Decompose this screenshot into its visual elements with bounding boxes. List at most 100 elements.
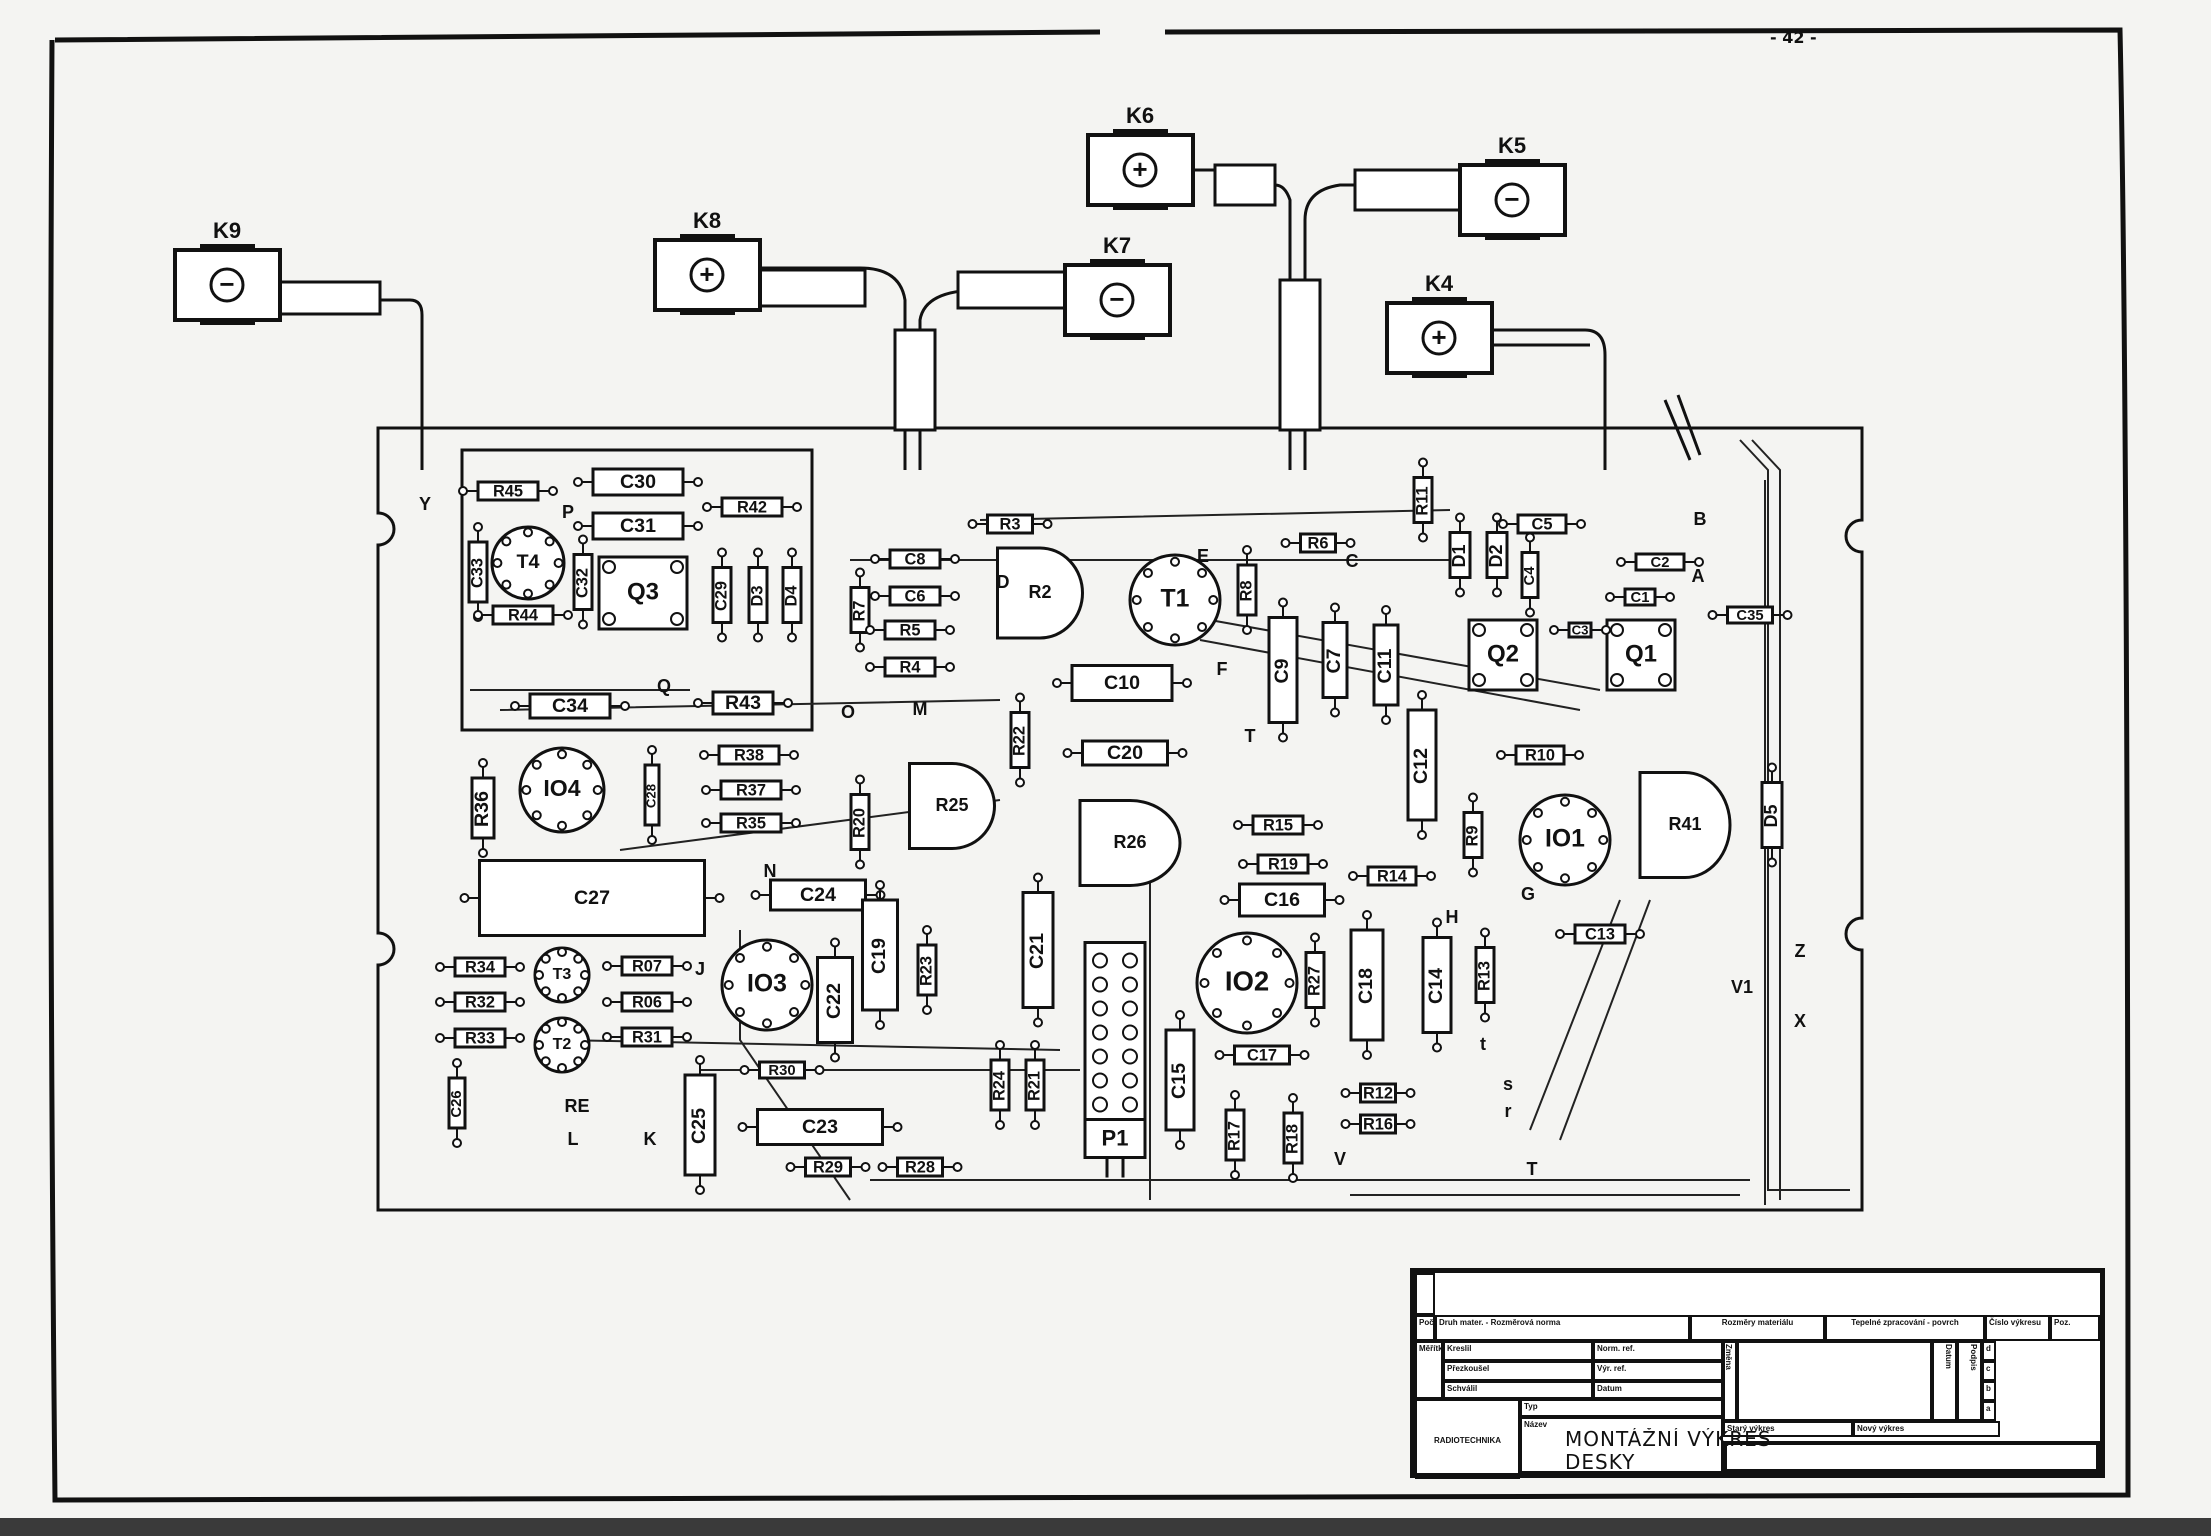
component-r10: R10 [1496,744,1584,766]
component-c35: C35 [1707,605,1793,625]
connector-label: K8 [693,208,721,233]
drawing-title-line1: MONTÁŽNÍ VÝKRES [1565,1428,1772,1450]
tb-norm-ref: Norm. ref. [1593,1341,1723,1361]
component-r31: R31 [602,1026,692,1048]
point-label-s: s [1503,1074,1513,1094]
component-label: R37 [736,781,766,799]
component-r45: R45 [458,480,558,502]
point-label-n: N [764,861,777,881]
component-d3: D3 [747,547,769,643]
component-label: C2 [1651,555,1670,571]
component-label: D4 [782,585,800,607]
tb-tepelne: Tepelné zpracování - povrch [1825,1315,1985,1341]
component-r2: R2 [996,546,1084,640]
component-t1: T1 [1128,553,1222,647]
component-label: C7 [1323,648,1345,673]
component-c14: C14 [1421,917,1453,1053]
component-label: R22 [1010,726,1028,756]
connector-k7: −K7 [1063,233,1172,340]
component-c9: C9 [1267,597,1299,743]
component-label: R13 [1475,961,1493,991]
component-label: T2 [553,1036,572,1053]
component-label: C12 [1410,748,1432,784]
point-label-e: E [1197,546,1209,566]
point-label-c: C [1346,551,1359,571]
component-c15: C15 [1164,1010,1196,1150]
connector-k4: +K4 [1385,271,1494,378]
component-r5: R5 [865,619,955,641]
component-label: R07 [632,957,662,975]
component-io2: IO2 [1195,931,1299,1035]
component-label: R32 [465,993,495,1011]
component-label: C14 [1425,968,1447,1004]
tb-nazev: Název [1520,1417,1723,1473]
component-r06: R06 [602,991,692,1013]
point-label-a: A [1692,566,1705,586]
title-block: Počet kusů Druh mater. - Rozměrová norma… [1410,1268,2105,1479]
component-r20: R20 [849,774,871,870]
component-label: C18 [1355,968,1377,1004]
tb-novy-vykres: Nový výkres [1853,1421,2000,1437]
point-label-f: F [1217,659,1228,679]
component-label: R8 [1237,581,1255,602]
point-label-r: r [1504,1101,1511,1121]
component-d5: D5 [1760,762,1784,868]
component-c7: C7 [1321,602,1349,718]
plus-terminal-icon [689,257,725,293]
component-c18: C18 [1349,910,1385,1060]
component-label: C11 [1374,648,1396,683]
component-c5: C5 [1498,513,1586,535]
component-label: R3 [1000,515,1021,533]
component-r43: R43 [693,690,793,716]
component-label: C22 [823,983,845,1019]
component-label: R33 [465,1029,495,1047]
component-t3: T3 [533,946,591,1004]
minus-terminal-icon [1099,282,1135,318]
component-label: R29 [813,1158,843,1176]
point-label-y: Y [419,494,431,514]
component-label: C23 [802,1116,838,1138]
tb-zmena: Změna [1723,1341,1737,1421]
component-label: R30 [768,1063,795,1079]
point-label-p: P [562,502,574,522]
point-label-v: V [1334,1149,1346,1169]
sheet-frame [48,27,2131,1503]
component-label: R17 [1225,1121,1243,1151]
point-label-t: t [1480,1034,1486,1054]
component-label: C29 [712,581,730,611]
component-label: R5 [900,621,921,639]
component-label: Q1 [1625,640,1657,667]
component-label: C17 [1247,1046,1277,1064]
component-r44: R44 [473,604,573,626]
component-c4: C4 [1520,532,1540,618]
point-label-q: Q [657,676,671,696]
component-label: R36 [471,791,493,827]
pcb-outline [376,426,1864,1212]
tb-kreslil: Kreslil [1443,1341,1593,1361]
tb-empty [1415,1273,1435,1315]
component-label: C34 [552,695,588,717]
component-r13: R13 [1474,927,1496,1023]
component-label: R9 [1463,826,1481,847]
component-label: R41 [1668,814,1701,834]
component-r28: R28 [877,1156,963,1178]
component-d2: D2 [1485,512,1509,598]
component-c34: C34 [510,692,630,720]
tb-pocet-kusu: Počet kusů [1415,1315,1435,1341]
component-c19: C19 [861,880,899,1030]
component-r42: R42 [702,496,802,518]
component-d4: D4 [781,547,803,643]
component-c12: C12 [1406,690,1438,840]
tb-rev-a: a [1982,1401,1996,1421]
component-c30: C30 [573,467,703,497]
component-label: R26 [1113,832,1146,852]
tb-typ: Typ [1520,1399,1723,1417]
component-t2: T2 [533,1016,591,1074]
component-label: R31 [632,1028,662,1046]
component-c10: C10 [1052,664,1192,702]
drawing-title-line2: DESKY [1565,1451,1636,1473]
terminal-symbol: − [1504,184,1519,214]
component-label: C25 [688,1108,710,1144]
